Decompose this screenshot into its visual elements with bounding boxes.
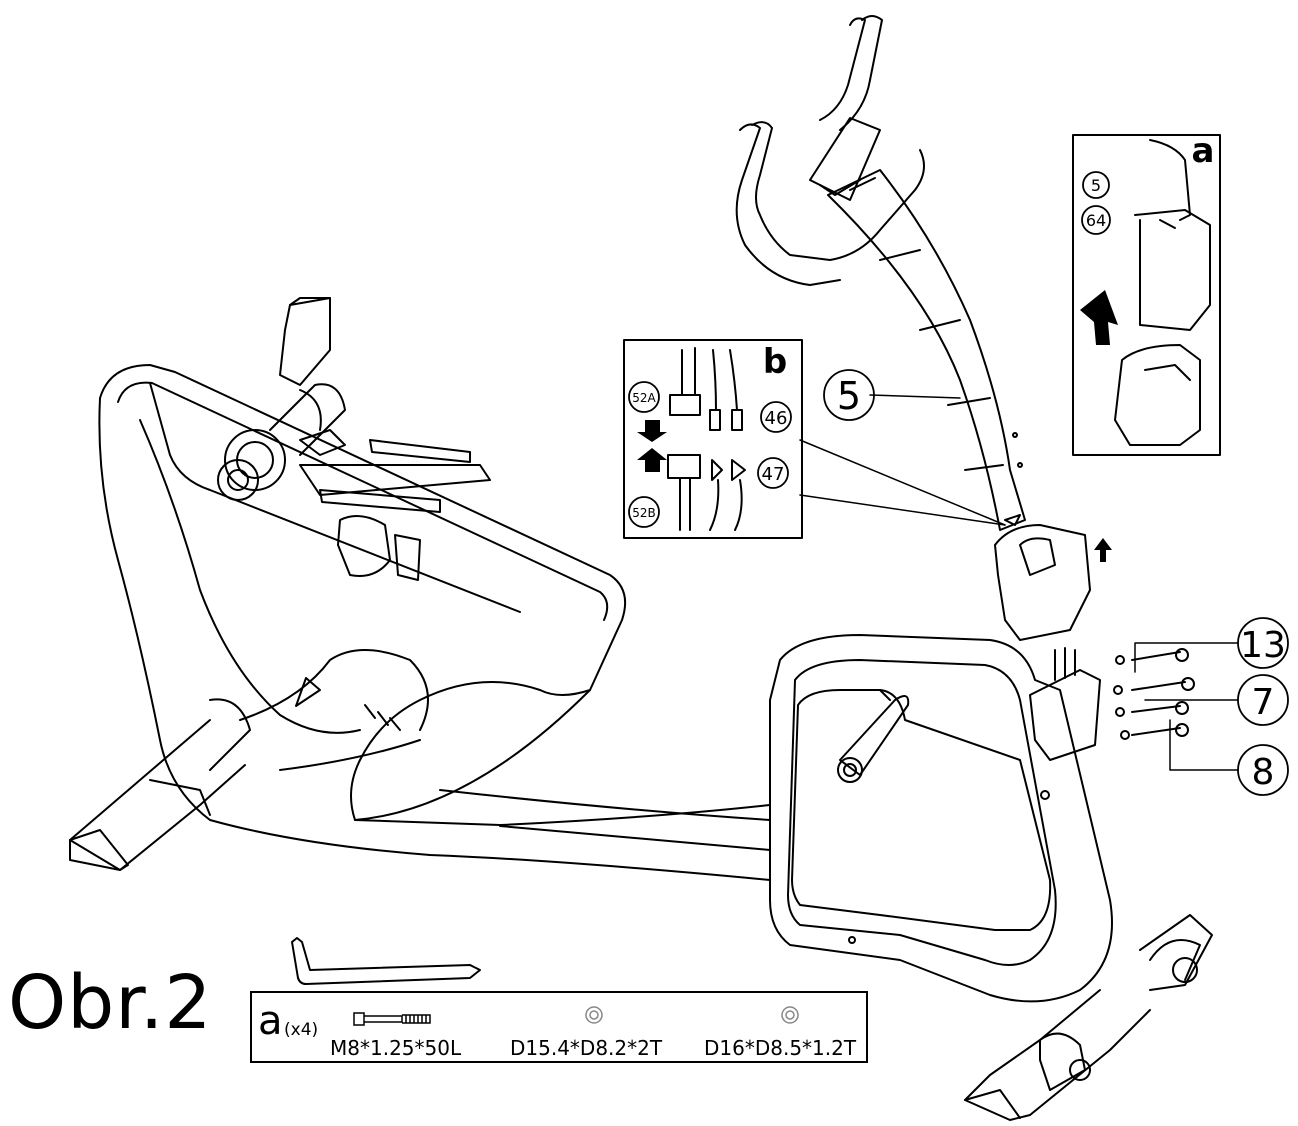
- inset-a-label-5: 5: [1091, 176, 1101, 195]
- crank-arm: [837, 695, 910, 783]
- inset-b-label-52a: 52A: [632, 391, 656, 405]
- inset-b-label-52b: 52B: [632, 506, 656, 520]
- handlebar-post: [827, 169, 1026, 531]
- inset-b-letter: b: [763, 342, 787, 382]
- handlebar: [735, 15, 925, 286]
- legend-spec-spring-washer: D15.4*D8.2*2T: [510, 1036, 663, 1060]
- legend-multiplier: (x4): [284, 1020, 319, 1040]
- seat-post: [217, 297, 346, 501]
- allen-key-icon: [291, 937, 481, 985]
- front-stabilizer: [69, 698, 251, 871]
- rear-stabilizer: [964, 914, 1213, 1121]
- spring-washer-icon: [585, 1006, 603, 1024]
- column-cover: [994, 514, 1091, 641]
- seat-frame: [98, 364, 771, 881]
- callout-8: 8: [1252, 752, 1275, 793]
- inset-a-letter: a: [1192, 131, 1215, 171]
- callout-13: 13: [1240, 625, 1286, 666]
- callout-5: 5: [837, 374, 861, 418]
- inset-b-arrows-icon: [637, 420, 667, 472]
- legend-spec-bolt: M8*1.25*50L: [330, 1036, 462, 1060]
- rear-housing: [769, 634, 1113, 1003]
- inset-a: [1072, 134, 1221, 456]
- figure-title: Obr.2: [8, 960, 213, 1046]
- column-bracket: [1029, 647, 1195, 761]
- callout-labels: 5 13 7 8 a 5 64 b 52A 46 47 52B: [632, 131, 1286, 793]
- inset-b-label-46: 46: [765, 408, 788, 429]
- inset-a-label-64: 64: [1086, 211, 1106, 230]
- leader-lines: [799, 394, 1239, 771]
- callout-circles: [628, 171, 1289, 796]
- inset-a-arrow-icon: [1080, 290, 1118, 345]
- inset-b-label-47: 47: [762, 464, 785, 485]
- seat-rail: [299, 429, 491, 581]
- callout-7: 7: [1252, 682, 1275, 723]
- bolt-icon: [353, 1012, 431, 1026]
- flat-washer-icon: [781, 1006, 799, 1024]
- inset-b: [623, 339, 803, 539]
- legend-spec-flat-washer: D16*D8.5*1.2T: [704, 1036, 857, 1060]
- legend-letter: a: [258, 998, 283, 1044]
- arrow-up-icon: [1094, 538, 1112, 562]
- main-beam: [439, 789, 771, 851]
- hardware-legend: a (x4) M8*1.25*50L D15.4*D8.2*2T D16*D8.…: [250, 991, 868, 1063]
